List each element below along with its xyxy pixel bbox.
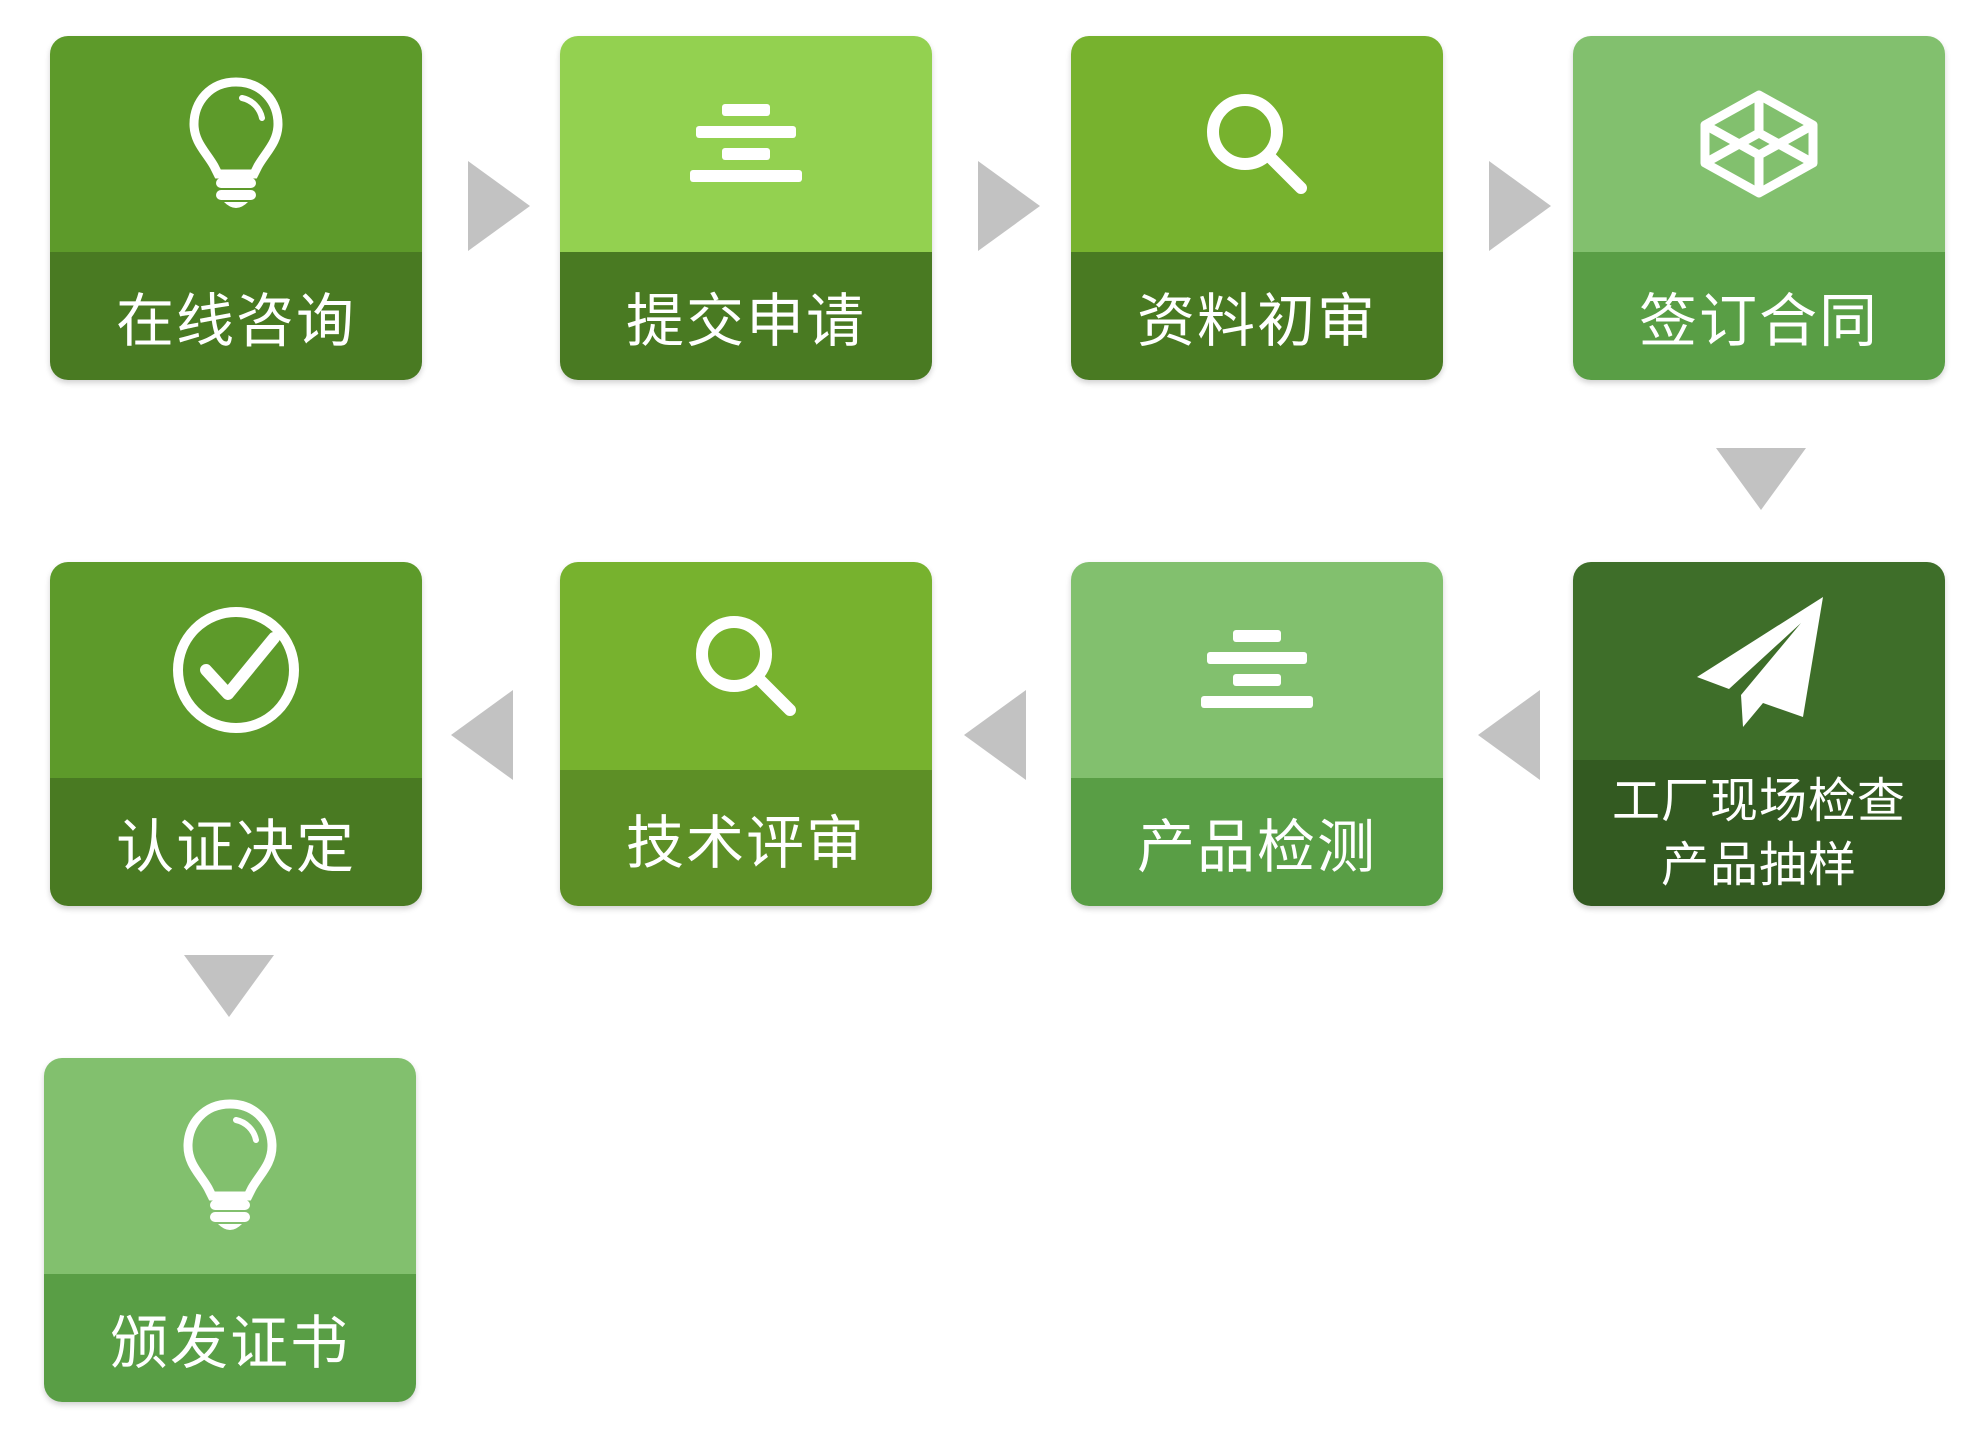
step-certification-decision: 认证决定 [50, 562, 422, 906]
step-label-line2: 产品抽样 [1660, 837, 1857, 893]
arrow-left [451, 690, 513, 780]
step-label: 提交申请 [625, 287, 866, 355]
step-label: 签订合同 [1638, 287, 1879, 355]
step-online-consultation: 在线咨询 [50, 36, 422, 380]
stacked-bars-icon [1197, 620, 1317, 720]
step-label: 认证决定 [115, 813, 356, 881]
magnifier-icon [686, 606, 806, 726]
step-product-testing: 产品检测 [1071, 562, 1443, 906]
arrow-right [1489, 161, 1551, 251]
step-label-line1: 工厂现场检查 [1611, 773, 1906, 829]
arrow-left [964, 690, 1026, 780]
paper-plane-icon [1689, 591, 1829, 731]
step-technical-review: 技术评审 [560, 562, 932, 906]
step-label: 资料初审 [1136, 287, 1377, 355]
step-factory-inspection: 工厂现场检查 产品抽样 [1573, 562, 1945, 906]
arrow-down [1716, 448, 1806, 510]
step-label: 产品检测 [1136, 813, 1377, 881]
arrow-right [468, 161, 530, 251]
magnifier-icon [1197, 84, 1317, 204]
step-document-review: 资料初审 [1071, 36, 1443, 380]
step-submit-application: 提交申请 [560, 36, 932, 380]
arrow-right [978, 161, 1040, 251]
codepen-cube-icon [1697, 89, 1821, 199]
lightbulb-icon [186, 74, 286, 214]
step-issue-certificate: 颁发证书 [44, 1058, 416, 1402]
step-sign-contract: 签订合同 [1573, 36, 1945, 380]
step-label: 颁发证书 [109, 1309, 350, 1377]
arrow-down [184, 955, 274, 1017]
step-label: 技术评审 [625, 809, 866, 877]
lightbulb-icon [180, 1096, 280, 1236]
check-circle-icon [168, 602, 304, 738]
step-label: 在线咨询 [115, 287, 356, 355]
arrow-left [1478, 690, 1540, 780]
stacked-bars-icon [686, 94, 806, 194]
